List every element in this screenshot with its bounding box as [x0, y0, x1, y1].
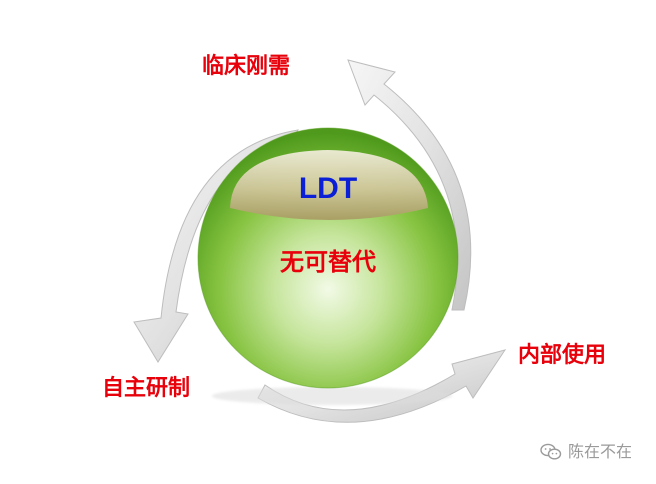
cycle-arrow-to-right: [257, 349, 507, 423]
cycle-label-right: 内部使用: [518, 343, 607, 368]
cycle-label-left: 自主研制: [102, 376, 191, 401]
cycle-label-top: 临床刚需: [202, 54, 291, 79]
sphere-subtitle: 无可替代: [280, 248, 376, 276]
watermark-text: 陈在不在: [568, 442, 633, 461]
watermark: 陈在不在: [540, 442, 632, 462]
cycle-arrow-to-top: [347, 59, 472, 311]
wechat-icon: [540, 443, 562, 460]
sphere-title: LDT: [298, 172, 358, 205]
center-sphere: [197, 127, 459, 405]
